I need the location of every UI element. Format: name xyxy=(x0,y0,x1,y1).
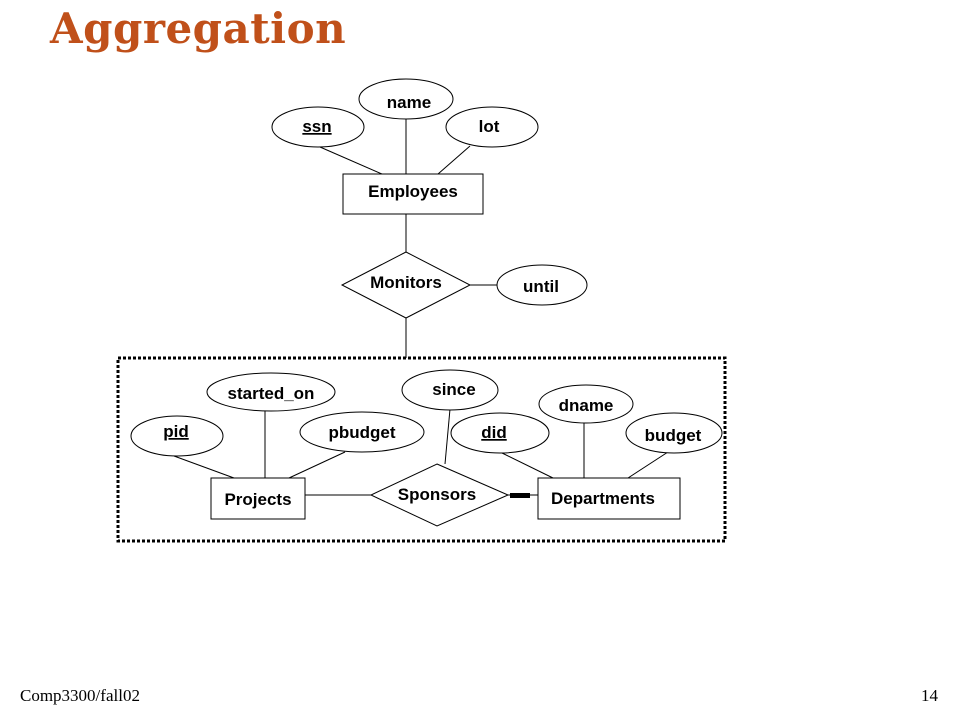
edge-pbudget-projects xyxy=(288,451,346,479)
relationship-sponsors-label: Sponsors xyxy=(398,485,476,504)
attr-did xyxy=(450,412,550,454)
edge-budget-departments xyxy=(627,451,669,479)
key-constraint-mark xyxy=(510,493,530,498)
attr-did-label: did xyxy=(481,423,507,442)
attr-lot-label: lot xyxy=(479,117,500,136)
attr-since-label: since xyxy=(432,380,475,399)
attr-dname-label: dname xyxy=(559,396,614,415)
edge-pid-projects xyxy=(173,455,235,479)
attr-until xyxy=(496,264,588,306)
attr-name xyxy=(358,78,454,120)
attr-ssn xyxy=(271,106,365,148)
edge-lot-employees xyxy=(437,145,471,175)
edge-ssn-employees xyxy=(319,146,383,175)
attr-pid-label: pid xyxy=(163,422,189,441)
attr-since xyxy=(401,369,499,411)
attr-pbudget-label: pbudget xyxy=(328,423,395,442)
relationship-sponsors xyxy=(369,463,510,527)
attr-pbudget xyxy=(299,411,425,453)
attr-budget xyxy=(625,412,723,454)
entity-employees-label: Employees xyxy=(368,182,458,201)
attr-started-on-label: started_on xyxy=(228,384,315,403)
footer-page-number: 14 xyxy=(921,686,938,705)
relationship-monitors xyxy=(340,251,472,319)
entity-departments-label: Departments xyxy=(551,489,655,508)
entity-projects xyxy=(210,477,306,520)
edge-since-sponsors xyxy=(444,408,451,465)
attr-started-on xyxy=(206,372,336,412)
footer-course: Comp3300/fall02 xyxy=(20,686,140,705)
attr-ssn-label: ssn xyxy=(302,117,331,136)
slide-title: Aggregation xyxy=(50,4,347,53)
entity-employees xyxy=(342,173,484,215)
entity-departments xyxy=(537,477,681,520)
attr-lot xyxy=(445,106,539,148)
attr-budget-label: budget xyxy=(645,426,702,445)
edge-did-departments xyxy=(499,451,554,479)
attr-name-label: name xyxy=(387,93,431,112)
entity-projects-label: Projects xyxy=(224,490,291,509)
attr-pid xyxy=(130,415,224,457)
attr-dname xyxy=(538,384,634,424)
relationship-monitors-label: Monitors xyxy=(370,273,442,292)
attr-until-label: until xyxy=(523,277,559,296)
